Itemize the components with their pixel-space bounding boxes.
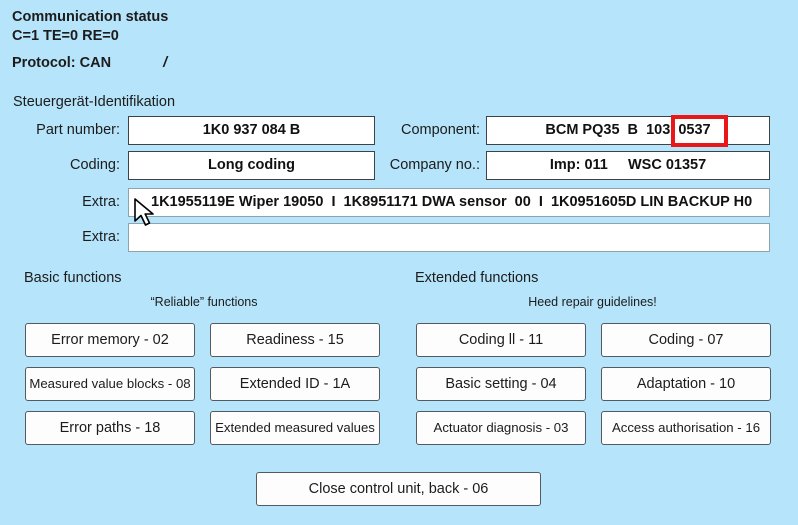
row-part-number: Part number: 1K0 937 084 B	[0, 116, 798, 145]
button-error-memory[interactable]: Error memory - 02	[25, 323, 195, 357]
button-adaptation[interactable]: Adaptation - 10	[601, 367, 771, 401]
button-readiness[interactable]: Readiness - 15	[210, 323, 380, 357]
extra-1-field[interactable]: 1K1955119E Wiper 19050 I 1K8951171 DWA s…	[128, 188, 770, 217]
extended-functions-title: Extended functions	[415, 270, 539, 286]
identification-section-title: Steuergerät-Identifikation	[13, 94, 176, 110]
button-actuator-diagnosis[interactable]: Actuator diagnosis - 03	[416, 411, 586, 445]
row-extra-1: Extra: 1K1955119E Wiper 19050 I 1K895117…	[0, 188, 798, 217]
protocol-separator: /	[163, 55, 168, 71]
row-company-no: Company no.: Imp: 011 WSC 01357	[0, 151, 798, 180]
button-coding-ii[interactable]: Coding ll - 11	[416, 323, 586, 357]
button-basic-setting[interactable]: Basic setting - 04	[416, 367, 586, 401]
button-coding[interactable]: Coding - 07	[601, 323, 771, 357]
protocol-line: Protocol: CAN /	[12, 54, 432, 73]
basic-functions-subtitle: “Reliable” functions	[150, 295, 258, 309]
communication-counters: C=1 TE=0 RE=0	[12, 28, 119, 44]
coding-label: Coding:	[70, 157, 120, 173]
button-extended-id[interactable]: Extended ID - 1A	[210, 367, 380, 401]
company-no-field[interactable]: Imp: 011 WSC 01357	[486, 151, 770, 180]
button-error-paths[interactable]: Error paths - 18	[25, 411, 195, 445]
communication-status-block: Communication status C=1 TE=0 RE=0 Proto…	[12, 8, 432, 73]
row-extra-2: Extra:	[0, 223, 798, 252]
extra-2-label: Extra:	[82, 229, 120, 245]
extended-functions-subtitle: Heed repair guidelines!	[528, 295, 657, 309]
row-component: Component: BCM PQ35 B 103 0537	[0, 116, 798, 145]
part-number-label: Part number:	[36, 122, 120, 138]
row-coding: Coding: Long coding	[0, 151, 798, 180]
protocol-label: Protocol: CAN	[12, 55, 112, 71]
component-field[interactable]: BCM PQ35 B 103 0537	[486, 116, 770, 145]
button-access-authorisation[interactable]: Access authorisation - 16	[601, 411, 771, 445]
coding-field[interactable]: Long coding	[128, 151, 375, 180]
button-close-control-unit[interactable]: Close control unit, back - 06	[256, 472, 541, 506]
component-label: Component:	[401, 122, 480, 138]
company-no-label: Company no.:	[389, 157, 480, 173]
extra-2-field[interactable]	[128, 223, 770, 252]
extra-1-label: Extra:	[82, 194, 120, 210]
basic-functions-title: Basic functions	[24, 270, 122, 286]
part-number-field[interactable]: 1K0 937 084 B	[128, 116, 375, 145]
button-measured-value-blocks[interactable]: Measured value blocks - 08	[25, 367, 195, 401]
communication-status-title: Communication status	[12, 9, 169, 25]
button-extended-measured-values[interactable]: Extended measured values	[210, 411, 380, 445]
